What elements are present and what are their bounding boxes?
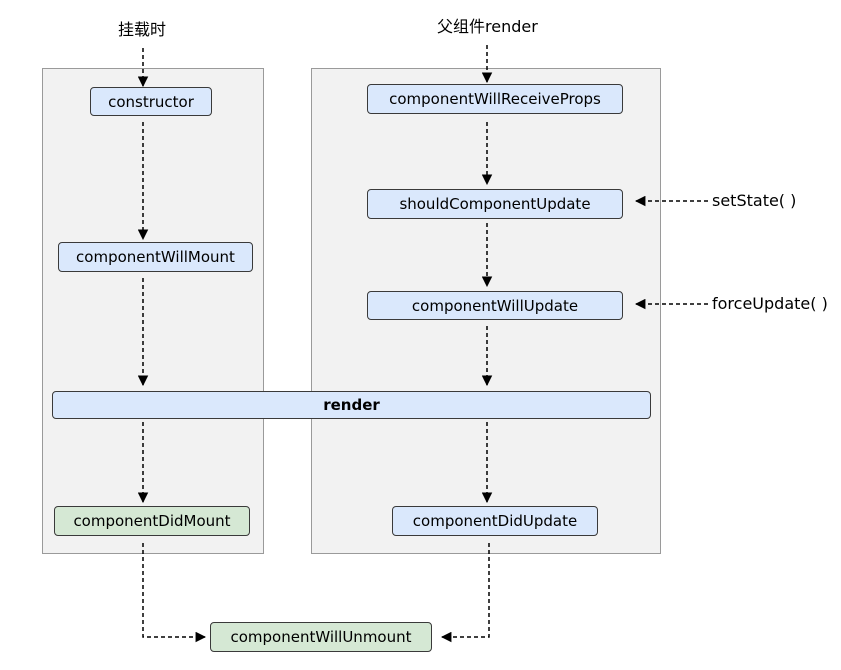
component-will-unmount-box: componentWillUnmount [210, 622, 432, 652]
component-will-receive-props-box: componentWillReceiveProps [367, 84, 623, 114]
update-trigger-label: 父组件render [437, 17, 538, 36]
mount-trigger-label: 挂载时 [118, 20, 167, 39]
setstate-label: setState( ) [712, 191, 797, 210]
constructor-box: constructor [90, 87, 212, 116]
forceupdate-label: forceUpdate( ) [712, 294, 828, 313]
should-component-update-box: shouldComponentUpdate [367, 189, 623, 219]
render-box: render [52, 391, 651, 419]
component-did-mount-box: componentDidMount [54, 506, 250, 536]
mount-phase-panel [42, 68, 264, 554]
arrow-didmount-to-unmount [142, 543, 207, 643]
component-did-update-box: componentDidUpdate [392, 506, 598, 536]
component-will-mount-box: componentWillMount [58, 242, 253, 272]
component-will-update-box: componentWillUpdate [367, 291, 623, 320]
arrow-didupdate-to-unmount [440, 543, 490, 643]
